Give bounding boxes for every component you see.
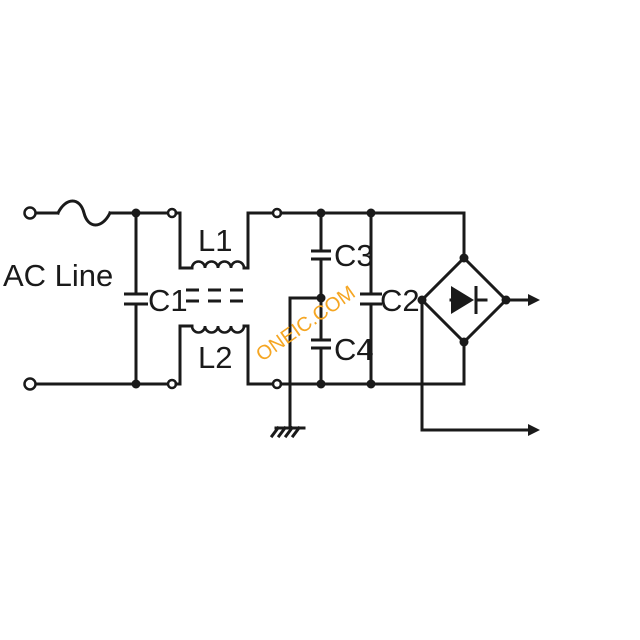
junction-dot: [316, 208, 326, 218]
top-input-wire: [34, 199, 170, 227]
c1-label: C1: [148, 283, 188, 318]
arrow-right-icon: [528, 424, 540, 436]
capacitor-c3: [311, 211, 331, 300]
junction-dot: [366, 208, 376, 218]
ground-connection: [269, 296, 323, 439]
junction-dot: [459, 253, 469, 263]
dc-output-positive: [504, 294, 540, 306]
capacitor-c2: [360, 211, 382, 386]
junction-dot: [366, 379, 376, 389]
ac-line-terminal-top: [23, 206, 37, 220]
dc-output-negative: [420, 298, 540, 436]
bridge-rectifier: [419, 211, 509, 386]
capacitor-c1: [124, 211, 148, 386]
l1-label: L1: [198, 223, 232, 258]
ac-line-terminal-bottom: [23, 377, 37, 391]
choke-core-coupling: [186, 288, 243, 303]
c3-label: C3: [334, 238, 374, 273]
capacitor-c4: [311, 296, 331, 386]
junction-dot: [316, 379, 326, 389]
junction-dot: [131, 208, 141, 218]
ac-line-label: AC Line: [3, 258, 113, 293]
arrow-right-icon: [528, 294, 540, 306]
c4-label: C4: [334, 332, 374, 367]
inductor-l2: [174, 324, 274, 386]
fuse-symbol: [55, 199, 113, 227]
l2-label: L2: [198, 340, 232, 375]
c2-label: C2: [380, 283, 420, 318]
junction-dot: [459, 337, 469, 347]
junction-dot: [131, 379, 141, 389]
inductor-l1: [174, 211, 274, 270]
